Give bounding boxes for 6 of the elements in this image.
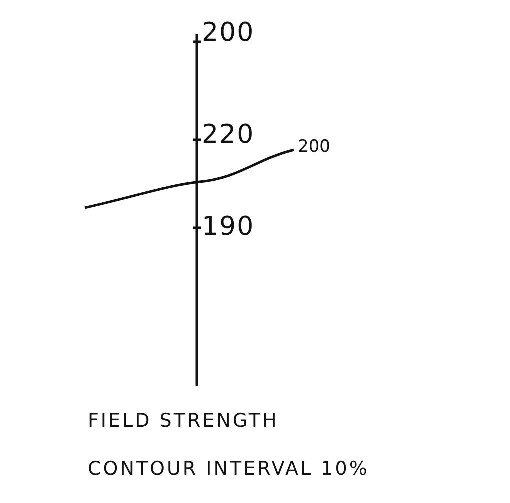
legend-note: FIELD STRENGTH	[88, 410, 279, 432]
axis-value: 220	[202, 120, 255, 150]
axis-value: 200	[202, 18, 255, 48]
contour-value: 200	[298, 137, 330, 157]
axis-value: 190	[202, 212, 255, 242]
legend-note: CONTOUR INTERVAL 10%	[88, 458, 370, 480]
